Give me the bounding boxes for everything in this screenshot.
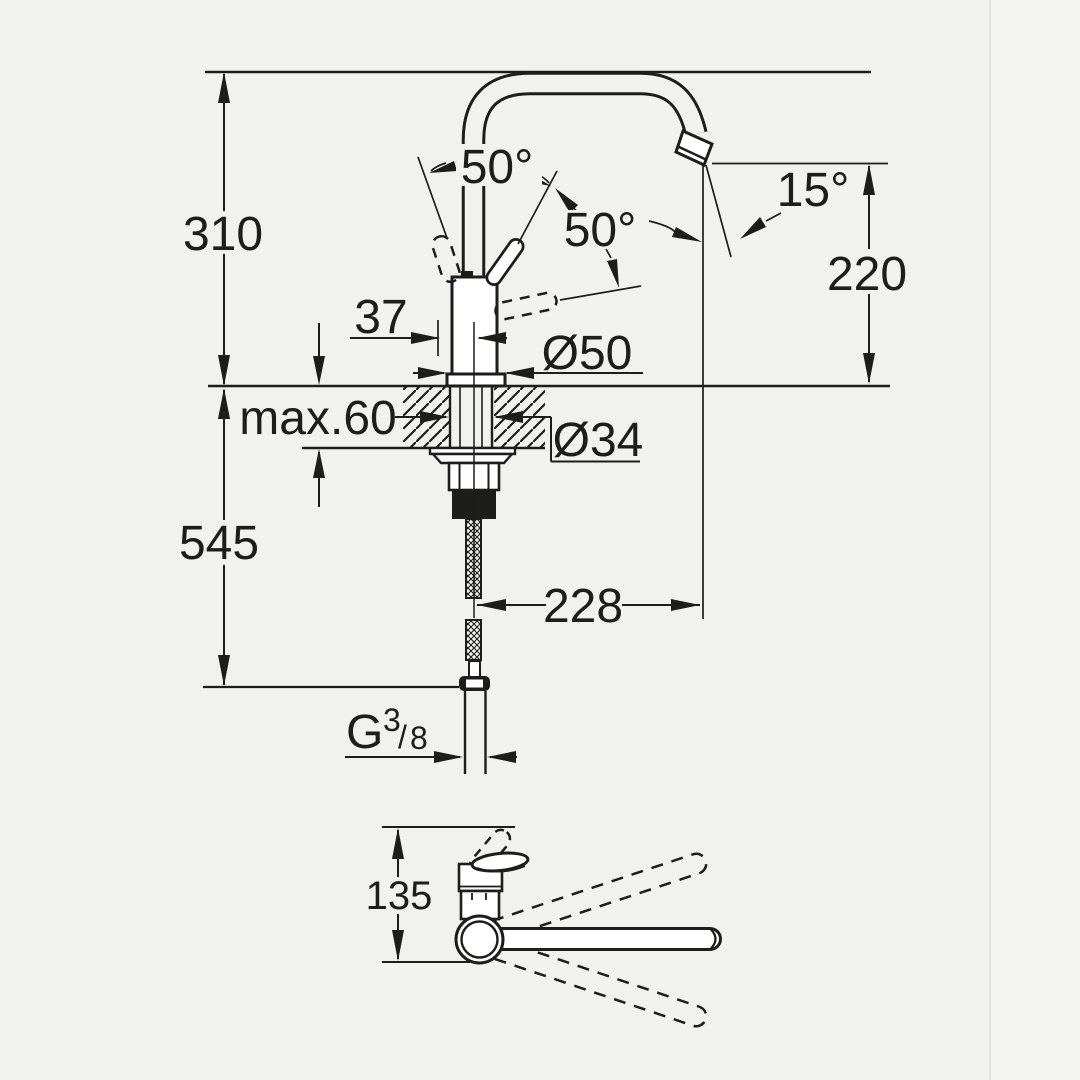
mounting-shank [448,387,494,448]
page-right-margin [991,0,1080,1080]
top-view: 135 [365,826,722,1028]
construction-lines [417,156,732,619]
dim-545-label: 545 [179,517,259,570]
faucet-body [445,271,507,388]
top-view-dimension [392,828,404,961]
spout-plan-solid [478,927,722,951]
dim-50deg-forward-label: 50° [564,204,637,257]
dim-220-label: 220 [827,248,907,301]
dimension-labels: 310 545 220 15° 50° 50° 37 Ø50 max.60 Ø3… [179,141,907,759]
swivel-base-inner [460,920,499,959]
dim-d34-label: Ø34 [553,414,644,467]
dim-d50-label: Ø50 [542,327,633,380]
lever-plan-solid [470,851,530,873]
dim-50deg-up-label: 50° [461,141,534,194]
dim-135-label: 135 [366,874,433,918]
thread-numerator-label: 3 [383,702,401,738]
top-view-extension-lines [382,826,515,963]
thread-slash-label: / [398,719,407,755]
spout-swivel-ghosts [491,852,708,1028]
front-view: 310 545 220 15° 50° 50° 37 Ø50 max.60 Ø3… [179,70,907,774]
spout-aerator [674,128,714,168]
dim-15deg-label: 15° [777,164,850,217]
label-halo-135 [365,879,435,913]
dim-max60-label: max.60 [239,392,396,445]
dim-228-label: 228 [543,580,623,633]
cone-washer [430,452,515,465]
thread-denominator-label: 8 [410,720,428,756]
lever-solid [485,238,525,286]
lever-ghost-forward [494,291,558,321]
dim-37-label: 37 [354,291,407,344]
spout-tube [461,71,708,280]
lever-ghost-up [431,234,461,284]
faucet-body-plan [454,851,530,965]
dim-310-label: 310 [183,208,263,261]
base-plate [445,372,507,388]
lever-pivot-tab [461,271,473,278]
thread-g-label: G [346,706,383,759]
hose-ferrule [468,660,481,678]
dimension-lines [218,72,875,763]
label-halos [182,144,903,625]
